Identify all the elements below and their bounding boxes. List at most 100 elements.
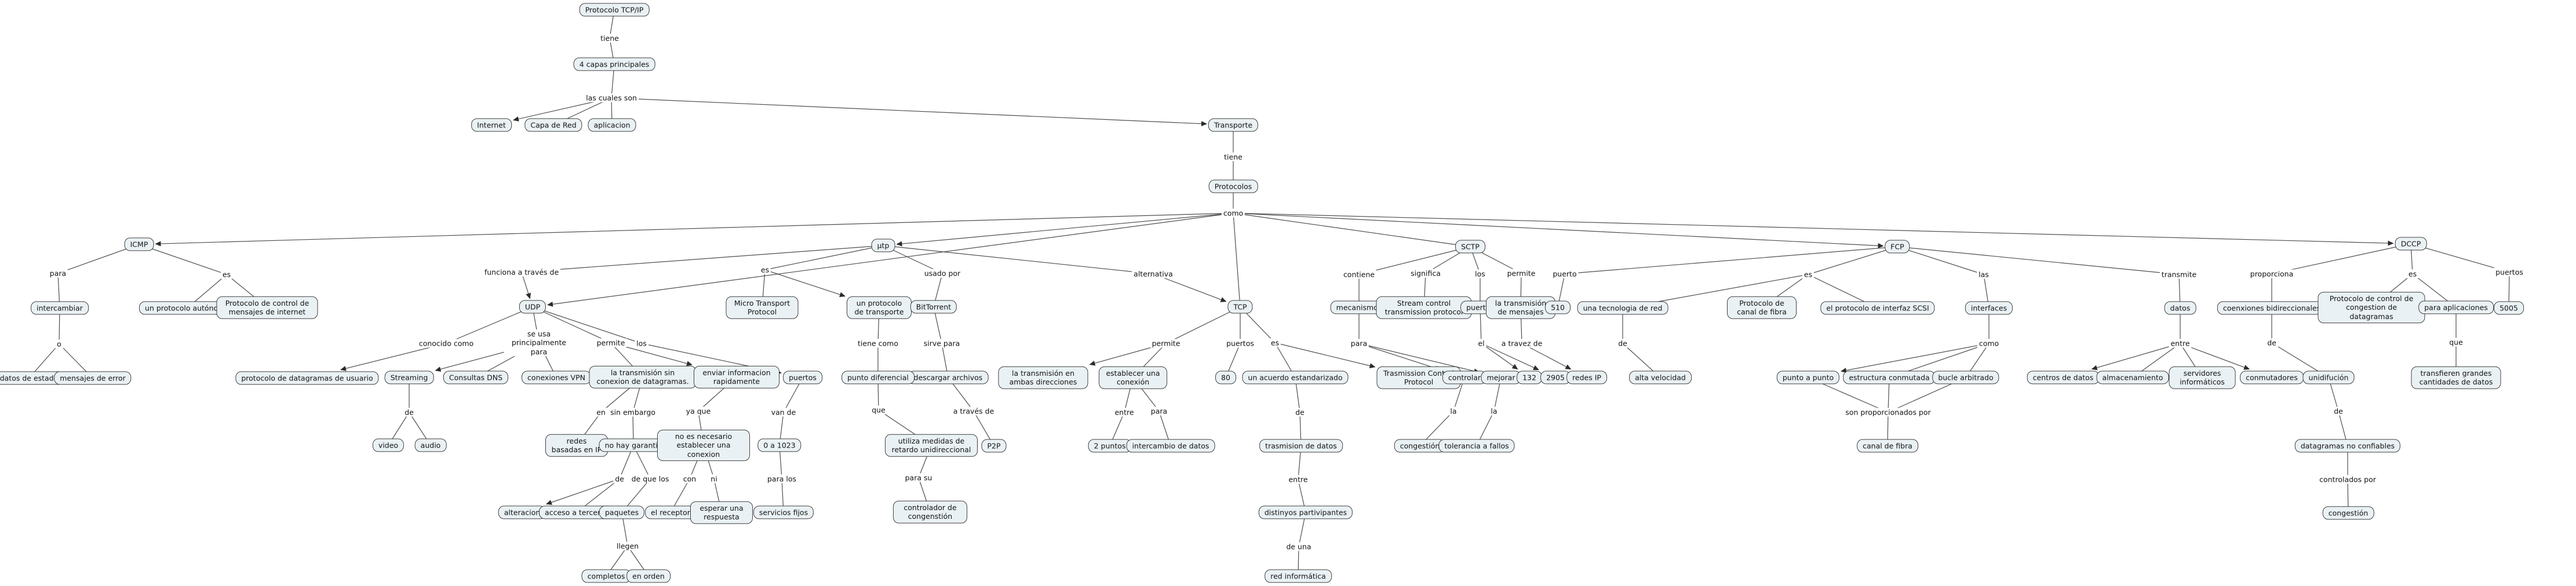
concept-mejorar[interactable]: mejorar	[1481, 371, 1521, 384]
concept-dccp[interactable]: DCCP	[2395, 237, 2427, 251]
concept-p2p[interactable]: P2P	[981, 439, 1007, 453]
concept-estructuraconm[interactable]: estructura conmutada	[1843, 371, 1936, 384]
concept-conexionesvpn[interactable]: conexiones VPN	[522, 371, 591, 384]
concept-coenxiones[interactable]: coenxiones bidireccionales	[2217, 301, 2327, 315]
concept-protcontrolmsg[interactable]: Protocolo de control de mensajes de inte…	[216, 296, 318, 319]
concept-capas[interactable]: 4 capas principales	[573, 57, 655, 71]
concept-streamcontrol[interactable]: Stream control transmission protocol	[1376, 296, 1472, 319]
concept-redesbasadas[interactable]: redes basadas en IP	[545, 434, 608, 457]
concept-controlar[interactable]: controlar	[1442, 371, 1487, 384]
link-label-l_atravezde: a travez de	[1499, 339, 1544, 348]
concept-redinformatica[interactable]: red informática	[1265, 569, 1332, 583]
concept-servidoresinf[interactable]: servidores informáticos	[2169, 366, 2236, 389]
concept-paquetes[interactable]: paquetes	[599, 506, 645, 519]
concept-capared[interactable]: Capa de Red	[524, 118, 582, 132]
concept-datos[interactable]: datos	[2164, 301, 2196, 315]
concept-bittorrent[interactable]: BitTorrent	[910, 300, 957, 314]
concept-congestion1[interactable]: congestión	[1394, 439, 1446, 453]
concept-buclearb[interactable]: bucle arbitrado	[1932, 371, 1999, 384]
concept-tolerancia[interactable]: tolerancia a fallos	[1438, 439, 1515, 453]
concept-utilizamedidas[interactable]: utiliza medidas de retardo unidirecciona…	[885, 434, 978, 457]
concept-completos[interactable]: completos	[581, 569, 631, 583]
concept-internet[interactable]: Internet	[471, 118, 512, 132]
concept-utp[interactable]: µtp	[871, 239, 895, 252]
concept-puntodiferencial[interactable]: punto diferencial	[841, 371, 914, 384]
concept-distinyos[interactable]: distinyos partivipantes	[1258, 506, 1353, 519]
concept-protdetransporte[interactable]: un protocolo de transporte	[847, 296, 912, 319]
concept-intercambiodatos[interactable]: intercambio de datos	[1126, 439, 1215, 453]
concept-udp[interactable]: UDP	[519, 300, 546, 314]
concept-controladorcong[interactable]: controlador de congenstión	[893, 500, 967, 523]
concept-video[interactable]: video	[372, 438, 405, 452]
concept-consultasdns[interactable]: Consultas DNS	[443, 371, 509, 384]
edge-l_el-p132	[1481, 343, 1518, 370]
concept-sctp[interactable]: SCTP	[1455, 240, 1485, 254]
concept-latransambas[interactable]: la transmisión en ambas direcciones	[998, 366, 1088, 389]
link-label-l_controladospor: controlados por	[2318, 475, 2378, 484]
concept-dospuntos[interactable]: 2 puntos	[1088, 439, 1132, 453]
concept-tecnored[interactable]: una tecnologia de red	[1577, 301, 1668, 315]
concept-p2905[interactable]: 2905	[1540, 371, 1571, 384]
concept-icmp[interactable]: ICMP	[124, 237, 154, 251]
concept-enorden[interactable]: en orden	[626, 569, 671, 583]
concept-protcontrolcong[interactable]: Protocolo de control de congestion de da…	[2318, 292, 2425, 323]
concept-root[interactable]: Protocolo TCP/IP	[579, 3, 650, 17]
edge-l_como-sctp	[1233, 213, 1471, 247]
concept-congestion2[interactable]: congestión	[2322, 506, 2374, 520]
concept-serviciosfijos[interactable]: servicios fijos	[753, 506, 814, 519]
concept-fcp[interactable]: FCP	[1885, 240, 1910, 254]
concept-p510[interactable]: 510	[1545, 301, 1571, 314]
concept-paraaplicaciones[interactable]: para aplicaciones	[2418, 301, 2494, 314]
concept-interfaces[interactable]: interfaces	[1965, 301, 2013, 315]
concept-protocolos[interactable]: Protocolos	[1208, 180, 1258, 193]
concept-latransmsg[interactable]: la transmisión de mensajes	[1486, 296, 1555, 319]
concept-protdatagramas[interactable]: protocolo de datagramas de usuario	[235, 371, 379, 385]
concept-p80[interactable]: 80	[1215, 371, 1236, 384]
concept-protautonomo[interactable]: un protocolo autónomo	[139, 301, 235, 315]
concept-microtransport[interactable]: Micro Transport Protocol	[726, 296, 799, 319]
link-label-l_es4: es	[2406, 269, 2419, 279]
concept-datagramasnoconf[interactable]: datagramas no confiables	[2294, 439, 2401, 453]
concept-acuerdoestand[interactable]: un acuerdo estandarizado	[1242, 371, 1349, 384]
concept-streaming[interactable]: Streaming	[384, 371, 434, 384]
link-label-l_la2: la	[1489, 406, 1499, 416]
concept-protcanalfibra[interactable]: Protocolo de canal de fibra	[1727, 296, 1797, 319]
concept-trasmisiondatos[interactable]: trasmision de datos	[1259, 439, 1343, 453]
concept-almacenamiento[interactable]: almacenamiento	[2096, 371, 2169, 384]
concept-enviarinfo[interactable]: enviar informacion rapidamente	[694, 365, 779, 389]
link-label-l_permite3: permite	[1150, 339, 1182, 348]
concept-centrosdatos[interactable]: centros de datos	[2027, 371, 2100, 384]
concept-intercambiar[interactable]: intercambiar	[31, 301, 89, 315]
concept-latransmsinconex[interactable]: la transmisión sin conexion de datagrama…	[589, 365, 697, 389]
concept-elreceptor[interactable]: el receptor	[645, 506, 696, 519]
concept-unidifucion[interactable]: unidifución	[2302, 371, 2355, 384]
concept-redesip[interactable]: redes IP	[1566, 371, 1607, 384]
concept-transfieren[interactable]: transfieren grandes cantidades de datos	[2411, 366, 2501, 389]
concept-p5005[interactable]: 5005	[2494, 301, 2524, 315]
concept-p0a1023[interactable]: 0 a 1023	[757, 438, 801, 452]
concept-alteracion[interactable]: alteracion	[498, 506, 546, 519]
concept-p132[interactable]: 132	[1517, 371, 1542, 384]
concept-tcp[interactable]: TCP	[1227, 300, 1253, 314]
concept-descargar[interactable]: descargar archivos	[908, 371, 989, 384]
concept-altavelocidad[interactable]: alta velocidad	[1629, 371, 1692, 384]
concept-mecanismos[interactable]: mecanismos	[1330, 301, 1388, 314]
edge-l_como-icmp	[155, 213, 1234, 247]
concept-canalfibra[interactable]: canal de fibra	[1857, 439, 1918, 453]
concept-audio[interactable]: audio	[414, 438, 447, 452]
concept-transporte[interactable]: Transporte	[1208, 118, 1259, 132]
concept-puertos1[interactable]: puertos	[783, 371, 822, 384]
concept-nohaygarantia[interactable]: no hay garantia	[599, 438, 668, 452]
concept-establecerconex[interactable]: establecer una conexión	[1099, 366, 1167, 389]
concept-accesoterceros[interactable]: acceso a terceros	[539, 506, 614, 519]
concept-datosestado[interactable]: datos de estado	[0, 371, 64, 385]
concept-puntoapunto[interactable]: punto a punto	[1776, 371, 1840, 384]
concept-esperarresp[interactable]: esperar una respuesta	[690, 501, 753, 524]
concept-conmutadores[interactable]: conmutadores	[2240, 371, 2304, 384]
concept-aplicacion[interactable]: aplicacion	[588, 118, 636, 132]
concept-mensajeserror[interactable]: mensajes de error	[54, 371, 132, 385]
concept-noesnecesario[interactable]: no es necesario establecer una conexion	[657, 430, 750, 461]
concept-protscsi[interactable]: el protocolo de interfaz SCSI	[1820, 301, 1935, 315]
